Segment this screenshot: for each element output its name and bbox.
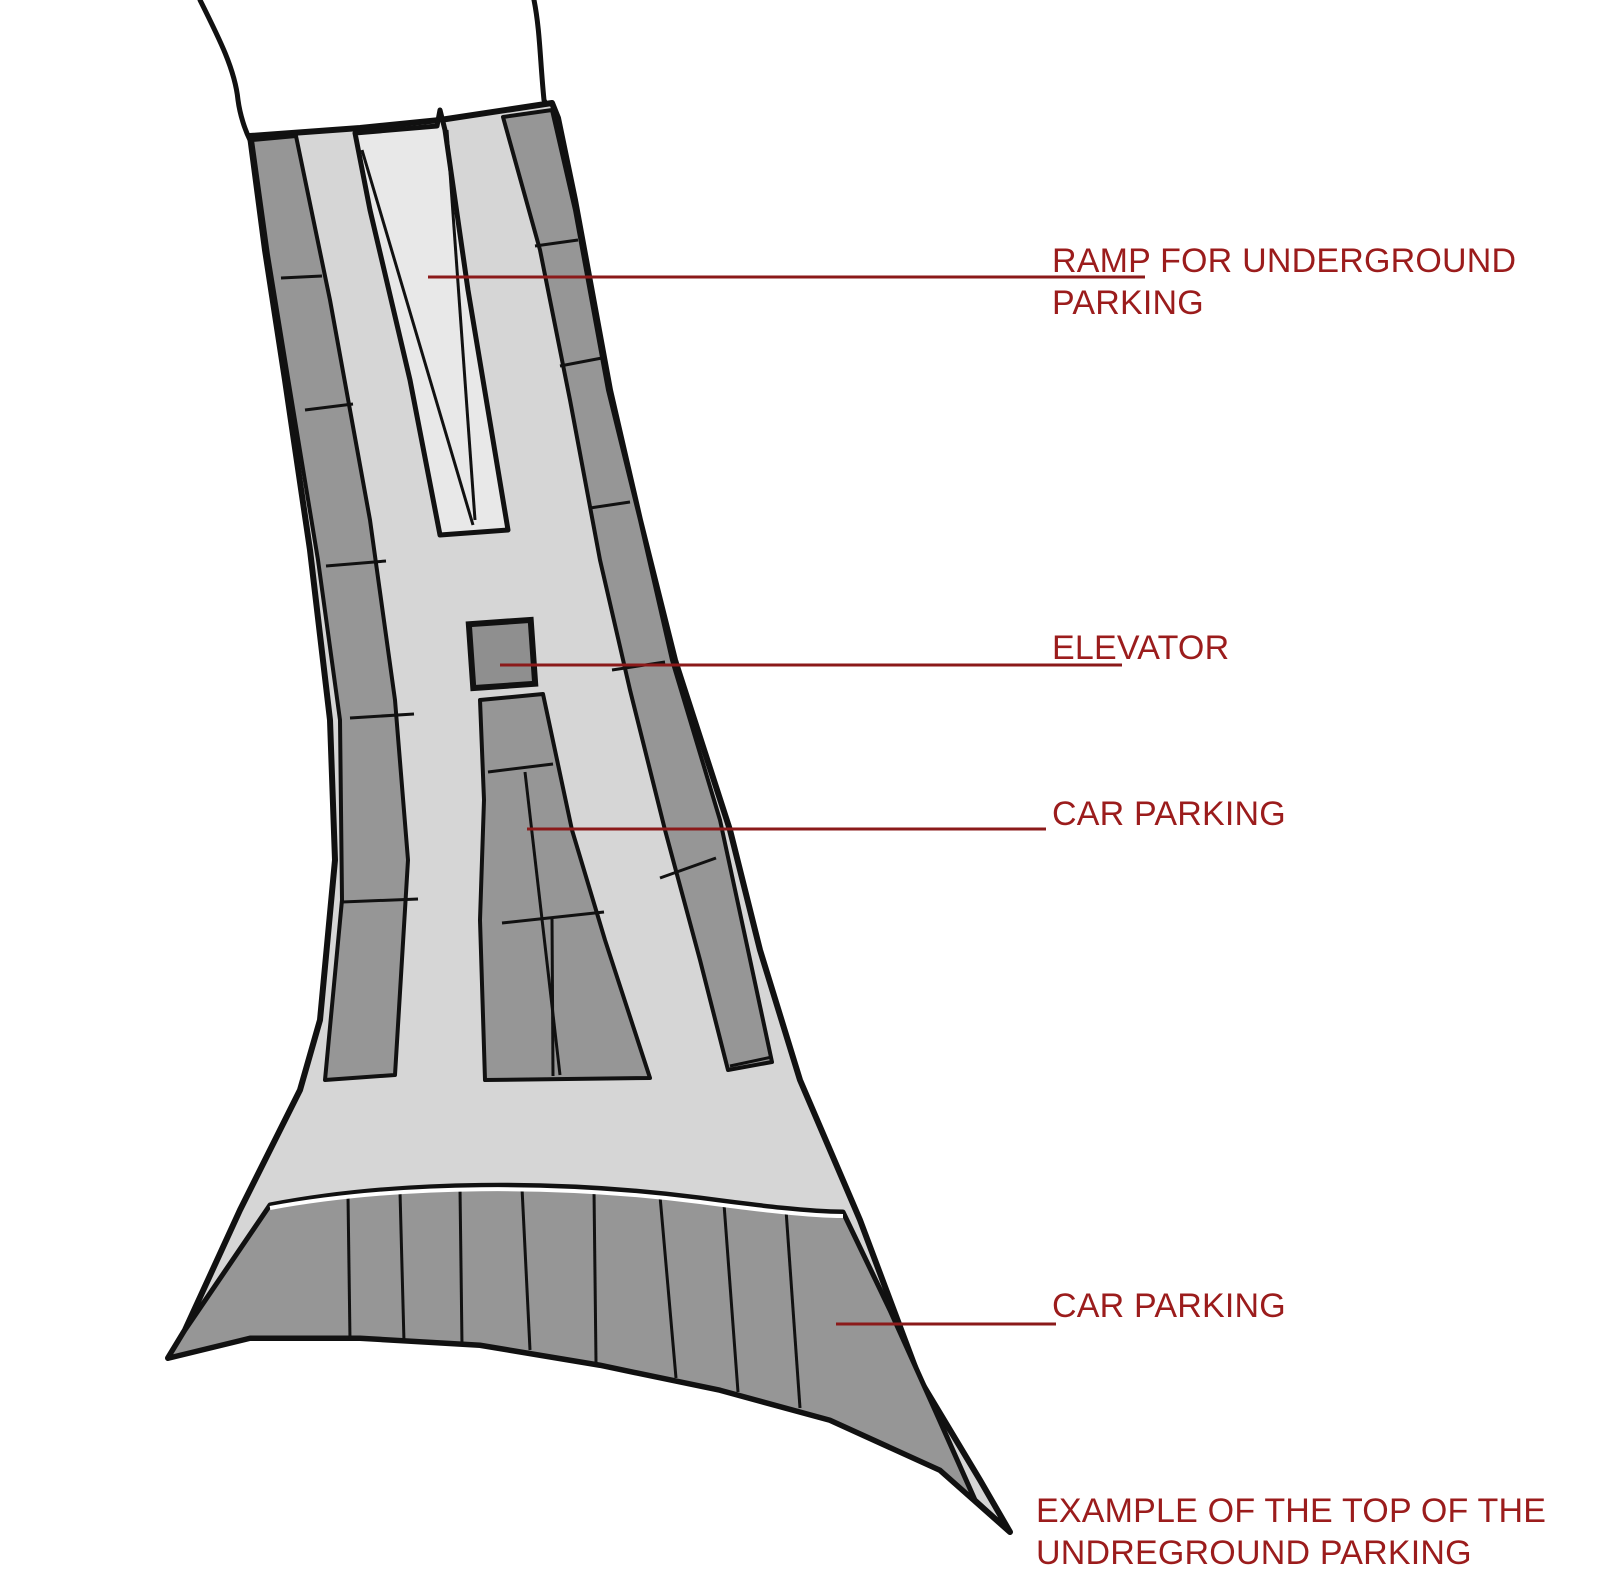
car-parking-middle-label: CAR PARKING [1052,793,1286,835]
middle-parking-dividers [487,762,605,1077]
elevator-label: ELEVATOR [1052,627,1229,669]
ramp-label-line-2: PARKING [1052,284,1204,322]
car-parking-middle-label-text: CAR PARKING [1052,795,1286,833]
car-parking-bottom-label-text: CAR PARKING [1052,1287,1286,1325]
left-parking-strip [250,134,410,1082]
bottom-parking-dividers [346,1187,802,1409]
caption-line-2: UNDREGROUND PARKING [1036,1534,1472,1572]
ramp-label-line-1: RAMP FOR UNDERGROUND [1052,242,1517,280]
bottom-parking-top-edge [269,1187,844,1218]
middle-parking-island [478,692,652,1082]
bottom-parking-area [165,1182,1013,1535]
car-parking-bottom-label: CAR PARKING [1052,1285,1286,1327]
caption-line-1: EXAMPLE OF THE TOP OF THE [1036,1492,1547,1530]
ramp-slope-lines [360,129,477,526]
diagram-caption: EXAMPLE OF THE TOP OF THE UNDREGROUND PA… [1036,1490,1546,1574]
elevator [465,616,539,692]
access-road-right-edge [531,0,552,113]
leader-lines [428,275,1145,1326]
left-parking-dividers [280,274,419,904]
access-road-left-edge [197,0,253,143]
ramp-label: RAMP FOR UNDERGROUND PARKING [1052,240,1516,324]
elevator-label-text: ELEVATOR [1052,629,1230,667]
